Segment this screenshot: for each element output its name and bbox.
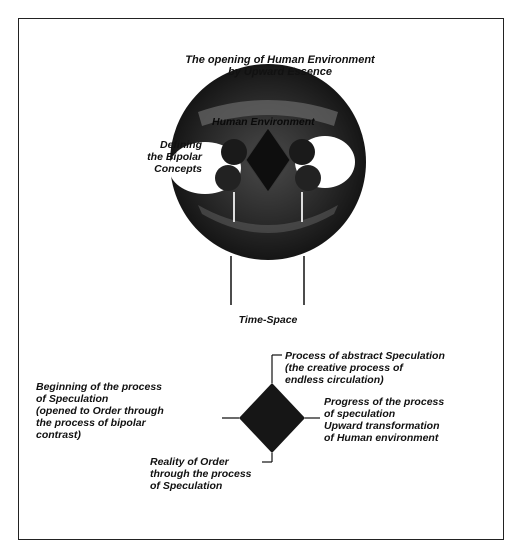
human-environment-label: Human Environment [212,116,315,128]
title-line-1: The opening of Human Environment [185,54,375,66]
beginning-line-5: contrast) [36,429,81,441]
speculation-diamond [239,383,305,453]
reality-line-3: of Speculation [150,480,223,492]
reality-order-label: Reality of Order through the process of … [150,456,252,492]
center-diamond [245,127,291,193]
progress-line-3: Upward transformation [324,420,440,432]
ball-right-top [289,139,315,165]
bipolar-line-3: Concepts [154,163,202,175]
beginning-line-3: (opened to Order through [36,405,164,417]
title-label: The opening of Human Environment by Upwa… [150,54,410,78]
progress-process-label: Progress of the process of speculation U… [324,396,444,444]
beginning-line-4: the process of bipolar [36,417,146,429]
bipolar-line-1: Defining [160,139,202,151]
reality-line-2: through the process [150,468,252,480]
abstract-line-2: (the creative process of [285,362,403,374]
lower-light-arc [198,205,338,233]
abstract-line-3: endless circulation) [285,374,384,386]
reality-line-1: Reality of Order [150,456,229,468]
progress-line-2: of speculation [324,408,396,420]
abstract-speculation-label: Process of abstract Speculation (the cre… [285,350,445,386]
beginning-line-2: of Speculation [36,393,109,405]
title-line-2: by Upward Essence [228,66,332,78]
beginning-process-label: Beginning of the process of Speculation … [36,381,164,441]
ball-left-top [221,139,247,165]
progress-line-4: of Human environment [324,432,439,444]
time-space-label: Time-Space [238,314,298,326]
ball-left-bottom [215,165,241,191]
upper-light-band [198,100,338,126]
beginning-line-1: Beginning of the process [36,381,163,393]
abstract-line-1: Process of abstract Speculation [285,350,445,362]
ball-right-bottom [295,165,321,191]
progress-line-1: Progress of the process [324,396,445,408]
bipolar-concepts-label: Defining the Bipolar Concepts [118,139,202,175]
bipolar-line-2: the Bipolar [147,151,202,163]
